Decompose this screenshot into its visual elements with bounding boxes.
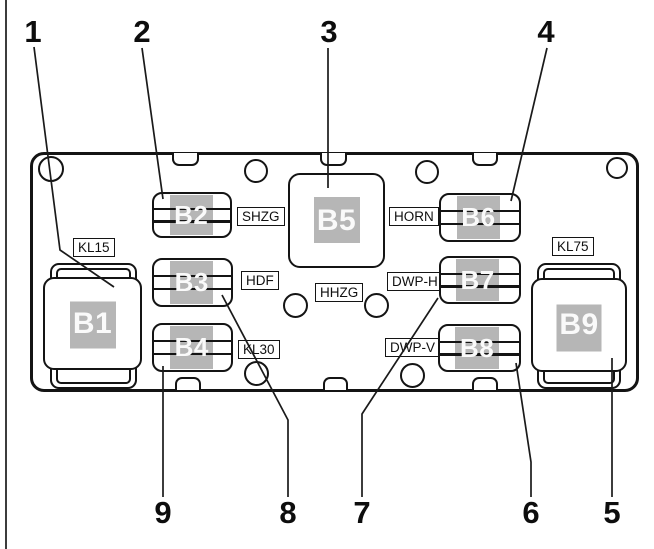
relay-b5: B5 [288,173,385,268]
tag-horn: HORN [389,207,439,226]
relay-b6-terminal-line [441,222,519,226]
tag-dwp-h: DWP-H [387,272,443,291]
mounting-hole [415,160,439,184]
bottom-notch [175,377,201,390]
top-notch [472,153,498,166]
callout-9: 9 [154,495,172,530]
relay-b7-label: B7 [460,264,495,295]
relay-b4-label: B4 [174,332,209,362]
relay-b8-terminal-line [440,353,519,356]
relay-b9-patch [556,304,602,352]
relay-b8: B8 [438,324,521,372]
relay-b8-terminal-line [440,340,519,344]
mounting-hole [283,293,308,318]
callout-7: 7 [353,495,371,530]
callout-1: 1 [24,14,42,49]
mounting-hole [38,156,64,182]
bottom-notch [472,377,498,390]
relay-b5-label: B5 [316,203,357,237]
bottom-notch [323,377,348,390]
relay-b7: B7 [439,256,521,304]
relay-b3-patch [170,261,214,304]
tag-shzg: SHZG [237,207,285,226]
callout-3: 3 [320,14,338,49]
relay-b9-label: B9 [559,308,599,341]
top-notch [172,153,199,166]
relay-b6: B6 [439,193,521,242]
relay-b8-label: B8 [459,332,495,363]
mounting-hole [364,293,389,318]
top-notch [320,153,347,166]
relay-b6-label: B6 [461,202,496,232]
relay-b1-label: B1 [72,306,113,340]
relay-b3: B3 [152,258,233,307]
relay-b3-label: B3 [174,267,209,297]
relay-b1-patch [69,301,116,349]
callout-2: 2 [133,14,151,49]
relay-b6-patch [456,196,501,239]
callout-8: 8 [279,495,297,530]
relay-b9: B9 [531,278,627,372]
mounting-hole [400,363,425,388]
relay-b2: B2 [152,192,232,238]
mounting-hole [606,157,628,179]
callout-4: 4 [537,14,555,49]
relay-b2-patch [169,195,213,235]
tag-kl75: KL75 [552,237,594,256]
relay-b7-patch [455,259,500,301]
tag-hhzg: HHZG [315,283,364,302]
tag-hdf: HDF [241,271,279,290]
relay-b2-terminal-line [154,207,230,211]
relay-b7-terminal-line [441,285,519,288]
relay-b3-terminal-line [154,287,231,291]
relay-b2-terminal-line [154,220,230,223]
relay-b2-label: B2 [174,199,209,230]
relay-b5-patch [313,196,360,243]
relay-b3-terminal-line [154,274,231,278]
relay-b4-terminal-line [154,339,231,343]
mounting-hole [244,159,268,183]
relay-b6-terminal-line [441,209,519,213]
relay-b1: B1 [43,277,142,370]
relay-b4-terminal-line [154,352,231,356]
relay-b8-patch [455,327,500,369]
callout-6: 6 [522,495,540,530]
relay-b7-terminal-line [441,272,519,276]
tag-dwp-v: DWP-V [385,338,440,357]
tag-kl15: KL15 [73,238,115,257]
tag-kl30: KL30 [238,340,280,359]
callout-5: 5 [603,495,621,530]
relay-b4: B4 [152,323,233,372]
page-left-rule [5,0,7,549]
relay-b4-patch [170,326,214,369]
mounting-hole [244,361,269,386]
